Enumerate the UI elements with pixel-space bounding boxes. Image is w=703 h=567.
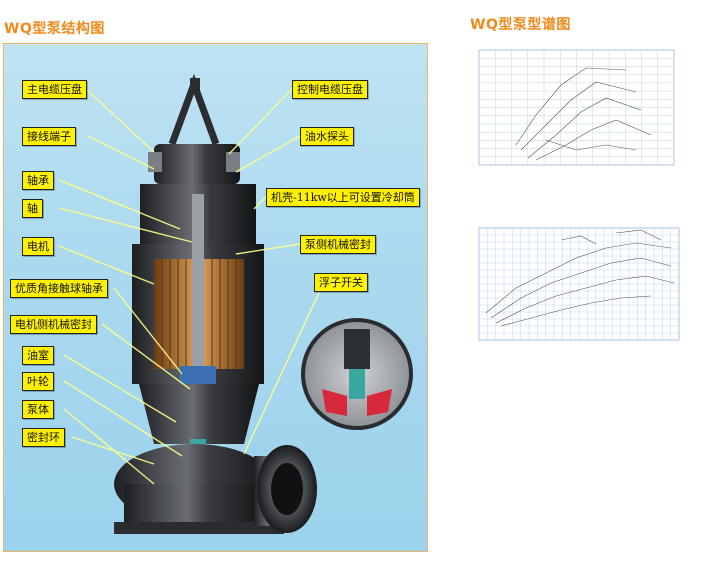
label-oil-chamber: 油室 [22, 346, 54, 365]
label-main-cable-plate: 主电缆压盘 [22, 80, 87, 99]
label-impeller: 叶轮 [22, 372, 54, 391]
label-housing: 机壳-11kw以上可设置冷却筒 [266, 188, 420, 207]
label-float-switch: 浮子开关 [314, 273, 368, 292]
spectrum-title: WQ型泵型谱图 [470, 17, 571, 33]
spectrum-chart-bottom-svg [478, 227, 680, 341]
label-bearing: 轴承 [22, 171, 54, 190]
label-control-cable-plate: 控制电缆压盘 [292, 80, 368, 99]
label-oil-water-probe: 油水探头 [300, 127, 354, 146]
label-seal-ring: 密封环 [22, 428, 65, 447]
label-angular-bearing: 优质角接触球轴承 [10, 279, 108, 298]
spectrum-chart-top [466, 40, 694, 180]
label-terminal: 接线端子 [22, 127, 76, 146]
label-pump-seal: 泵侧机械密封 [300, 235, 376, 254]
lifting-handle [168, 73, 220, 146]
spectrum-chart-top-svg [478, 49, 675, 166]
label-motor-seal: 电机侧机械密封 [10, 315, 97, 334]
structure-title: WQ型泵结构图 [4, 21, 105, 37]
pump-illustration [58, 73, 413, 534]
spectrum-chart-bottom [466, 218, 694, 353]
label-shaft: 轴 [22, 199, 43, 218]
pump-structure-diagram: 主电缆压盘 控制电缆压盘 接线端子 油水探头 轴承 轴 机壳-11kw以上可设置… [3, 43, 428, 552]
label-pump-body: 泵体 [22, 400, 54, 419]
label-motor: 电机 [22, 237, 54, 256]
